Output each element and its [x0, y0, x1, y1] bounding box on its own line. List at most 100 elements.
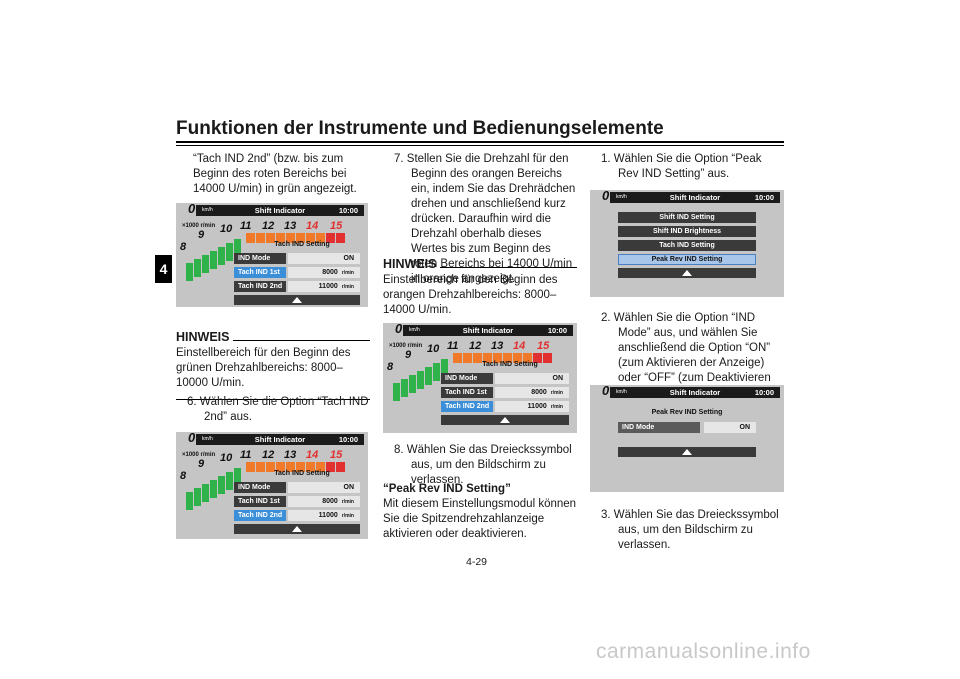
exit-triangle-row	[618, 447, 756, 457]
title-rule-thin	[176, 145, 784, 146]
step-8-text: Wählen Sie das Dreieckssymbol aus, um de…	[406, 444, 572, 486]
tach-bar-orange	[453, 353, 462, 363]
peak-ind-mode-row: IND Mode	[618, 422, 700, 433]
rpm-tick-label: 15	[330, 449, 343, 461]
tach-bar-green	[202, 255, 209, 273]
tach-bar-green	[202, 484, 209, 502]
value-unit: r/min	[341, 512, 354, 519]
clock-readout: 10:00	[754, 388, 774, 397]
tach-bar-green	[234, 468, 241, 486]
rpm-tick-label: 9	[405, 349, 412, 361]
tach-bar-orange	[336, 233, 345, 243]
setting-title: Tach IND Setting	[482, 361, 538, 368]
screen-title: Shift Indicator	[254, 435, 306, 444]
clock-readout: 10:00	[754, 193, 774, 202]
tach-bar-green	[441, 359, 448, 377]
tach-bar-orange	[306, 233, 315, 243]
step-6-item: 6. Wählen Sie die Option “Tach IND 2nd” …	[176, 395, 370, 425]
speed-unit: km/h	[202, 207, 213, 213]
screen-title: Shift Indicator	[254, 206, 306, 215]
setting-row: Tach IND 1st	[234, 267, 286, 278]
value-text: ON	[343, 255, 355, 262]
setting-value: ON	[288, 253, 360, 264]
tach-bar-orange	[533, 353, 542, 363]
peak-ind-mode-value: ON	[704, 422, 756, 433]
page-number: 4-29	[466, 556, 488, 568]
step-8-number: 8.	[394, 444, 404, 456]
step-3-number: 3.	[601, 509, 611, 521]
tach-bar-orange	[276, 462, 285, 472]
step-3-item: 3. Wählen Sie das Dreieckssymbol aus, um…	[590, 508, 784, 553]
back-triangle-icon	[682, 449, 692, 455]
step-1-item: 1. Wählen Sie die Option “Peak Rev IND S…	[590, 152, 784, 182]
tach-bar-orange	[256, 233, 265, 243]
tach-bar-orange	[316, 233, 325, 243]
tach-bar-orange	[316, 462, 325, 472]
tach-bar-orange	[286, 233, 295, 243]
step-8-item: 8. Wählen Sie das Dreieckssymbol aus, um…	[383, 443, 577, 488]
rpm-unit-label: ×1000 r/min	[182, 223, 216, 229]
screen-title: Shift Indicator	[669, 193, 721, 202]
rpm-tick-label: 8	[180, 241, 187, 253]
tach-bar-orange	[296, 233, 305, 243]
exit-triangle-row	[441, 415, 569, 425]
step-6-number: 6.	[187, 396, 197, 408]
menu-item: Tach IND Setting	[618, 240, 756, 251]
section-title: “Peak Rev IND Setting”	[383, 483, 511, 495]
step-3: 3. Wählen Sie das Dreieckssymbol aus, um…	[590, 508, 784, 553]
hinweis-label-2: HINWEIS	[383, 257, 437, 271]
back-triangle-icon	[292, 297, 302, 303]
hinweis-heading: HINWEIS	[176, 330, 370, 345]
value-unit: r/min	[341, 498, 354, 505]
speed-readout: 0	[602, 190, 610, 203]
menu-item: Shift IND Brightness	[618, 226, 756, 237]
rpm-unit-label: ×1000 r/min	[389, 343, 423, 349]
screen-title: Shift Indicator	[669, 388, 721, 397]
setting-row: IND Mode	[441, 373, 493, 384]
rpm-tick-label: 12	[469, 340, 482, 352]
rpm-tick-label: 13	[284, 449, 297, 461]
menu-item: Peak Rev IND Setting	[618, 254, 756, 265]
rpm-tick-label: 15	[537, 340, 550, 352]
speed-readout: 0	[188, 203, 196, 216]
hinweis-rule-2	[440, 267, 577, 268]
rpm-unit-label: ×1000 r/min	[182, 452, 216, 458]
tach-bar-orange	[483, 353, 492, 363]
rpm-tick-label: 11	[240, 220, 252, 232]
tach-bar-green	[393, 383, 400, 401]
rpm-tick-label: 8	[180, 470, 187, 482]
rpm-tick-label: 9	[198, 229, 205, 241]
tach-bar-orange	[306, 462, 315, 472]
tach-bar-green	[234, 239, 241, 257]
value-unit: r/min	[341, 269, 354, 276]
tach-bar-green	[409, 375, 416, 393]
tach-bar-orange	[326, 462, 335, 472]
value-text: ON	[552, 375, 564, 382]
tach-bar-green	[210, 251, 217, 269]
tach-bar-orange	[543, 353, 552, 363]
tach-bar-green	[401, 379, 408, 397]
tach-bar-orange	[266, 462, 275, 472]
speed-unit: km/h	[409, 327, 420, 333]
tach-bar-green	[417, 371, 424, 389]
rpm-tick-label: 9	[198, 458, 205, 470]
title-rule	[176, 141, 784, 143]
tach-bar-orange	[513, 353, 522, 363]
rpm-tick-label: 12	[262, 220, 275, 232]
rpm-tick-label: 11	[447, 340, 459, 352]
step-2-number: 2.	[601, 312, 611, 324]
rpm-tick-label: 15	[330, 220, 343, 232]
speed-unit: km/h	[616, 389, 627, 395]
tach-bar-green	[226, 472, 233, 490]
clock-readout: 10:00	[547, 326, 567, 335]
tach-bar-orange	[256, 462, 265, 472]
tach-bar-green	[425, 367, 432, 385]
